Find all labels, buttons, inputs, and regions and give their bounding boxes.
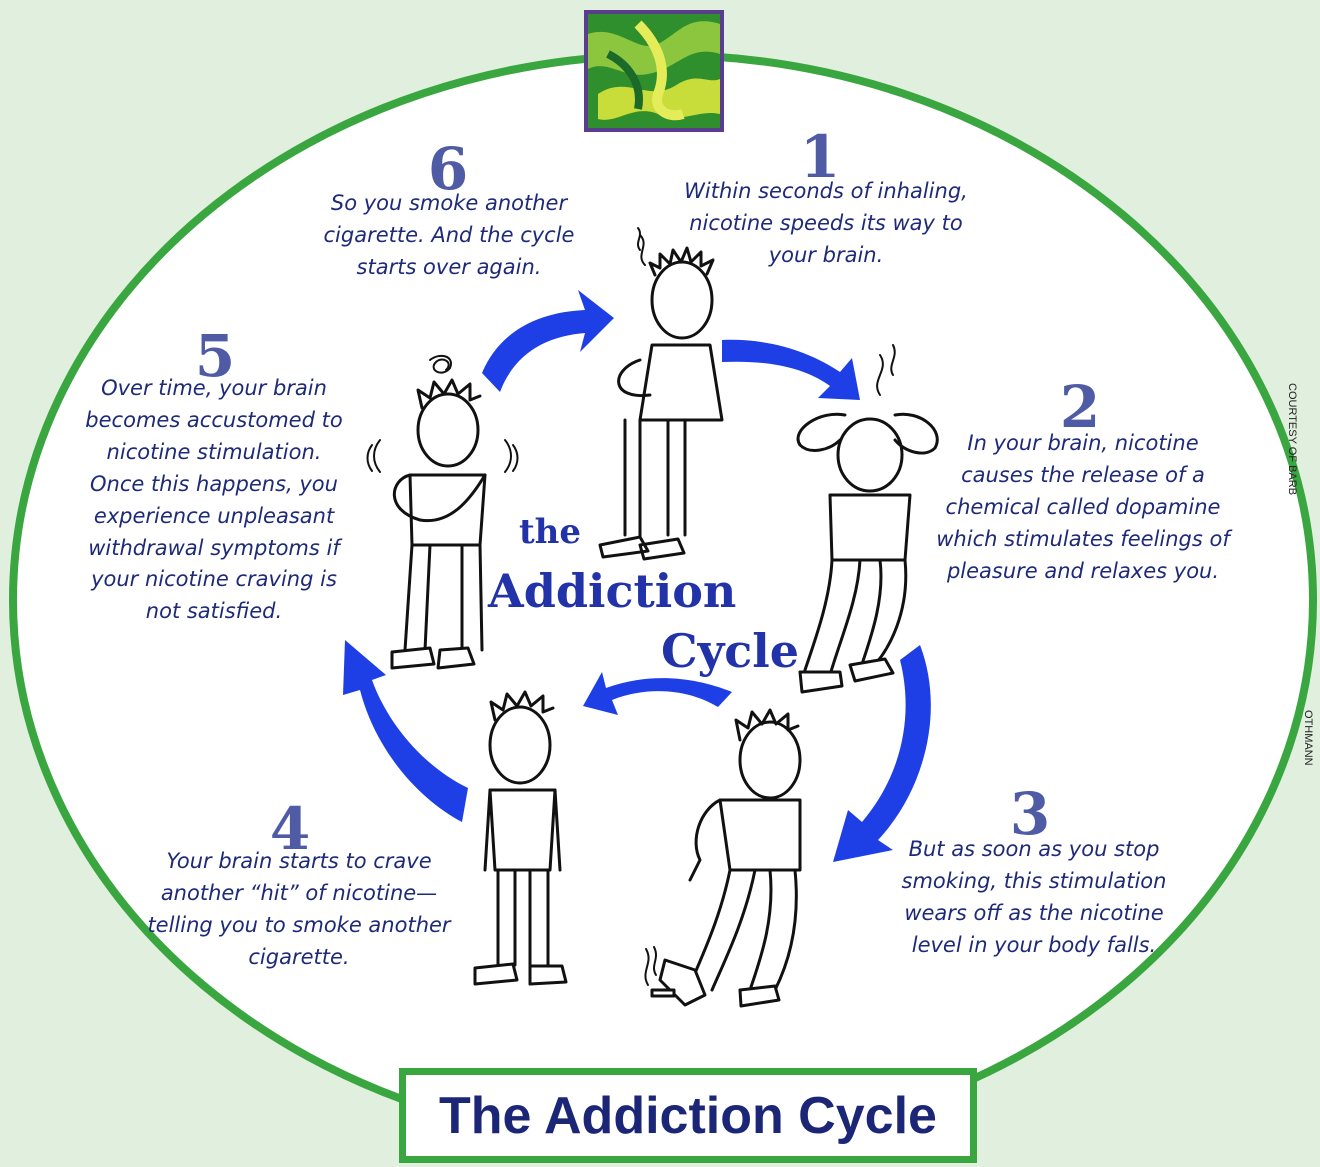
center-label-the: the <box>518 512 582 552</box>
person-figure-5-icon <box>366 354 519 670</box>
step-6-text: So you smoke another cigarette. And the … <box>323 191 575 279</box>
arrow-3-to-4 <box>583 672 732 715</box>
step-2-text: In your brain, nicotine causes the relea… <box>936 431 1230 583</box>
arrow-1-to-2 <box>722 339 860 400</box>
step-5-number: 5 <box>194 322 236 390</box>
cycle-arrows <box>343 290 931 862</box>
arrow-6-to-1 <box>482 290 614 392</box>
page-title: The Addiction Cycle <box>439 1086 937 1145</box>
person-figure-2-icon <box>796 344 939 694</box>
center-label-cycle: Cycle <box>660 624 800 678</box>
step-1-text: Within seconds of inhaling, nicotine spe… <box>684 179 968 267</box>
step-3-number: 3 <box>1009 780 1051 848</box>
step-3-text: But as soon as you stop smoking, this st… <box>901 837 1167 957</box>
photo-credit-bottom: OTHMANN <box>1302 710 1314 766</box>
arrow-2-to-3 <box>833 645 931 862</box>
step-2-number: 2 <box>1059 373 1101 441</box>
step-4-number: 4 <box>269 795 311 863</box>
person-figure-1-icon <box>598 227 724 561</box>
person-figure-4-icon <box>473 690 568 986</box>
hands-logo-icon <box>584 10 724 132</box>
step-4-text: Your brain starts to crave another “hit”… <box>147 849 451 969</box>
step-6-number: 6 <box>427 135 469 203</box>
person-figure-3-icon <box>644 708 802 1008</box>
step-5-text: Over time, your brain becomes accustomed… <box>85 376 343 624</box>
step-1-number: 1 <box>799 123 841 191</box>
center-label-addiction: Addiction <box>488 564 737 618</box>
photo-credit-top: COURTESY OF BARB <box>1286 383 1298 496</box>
title-box: The Addiction Cycle <box>399 1068 977 1163</box>
arrow-4-to-5 <box>343 640 468 822</box>
